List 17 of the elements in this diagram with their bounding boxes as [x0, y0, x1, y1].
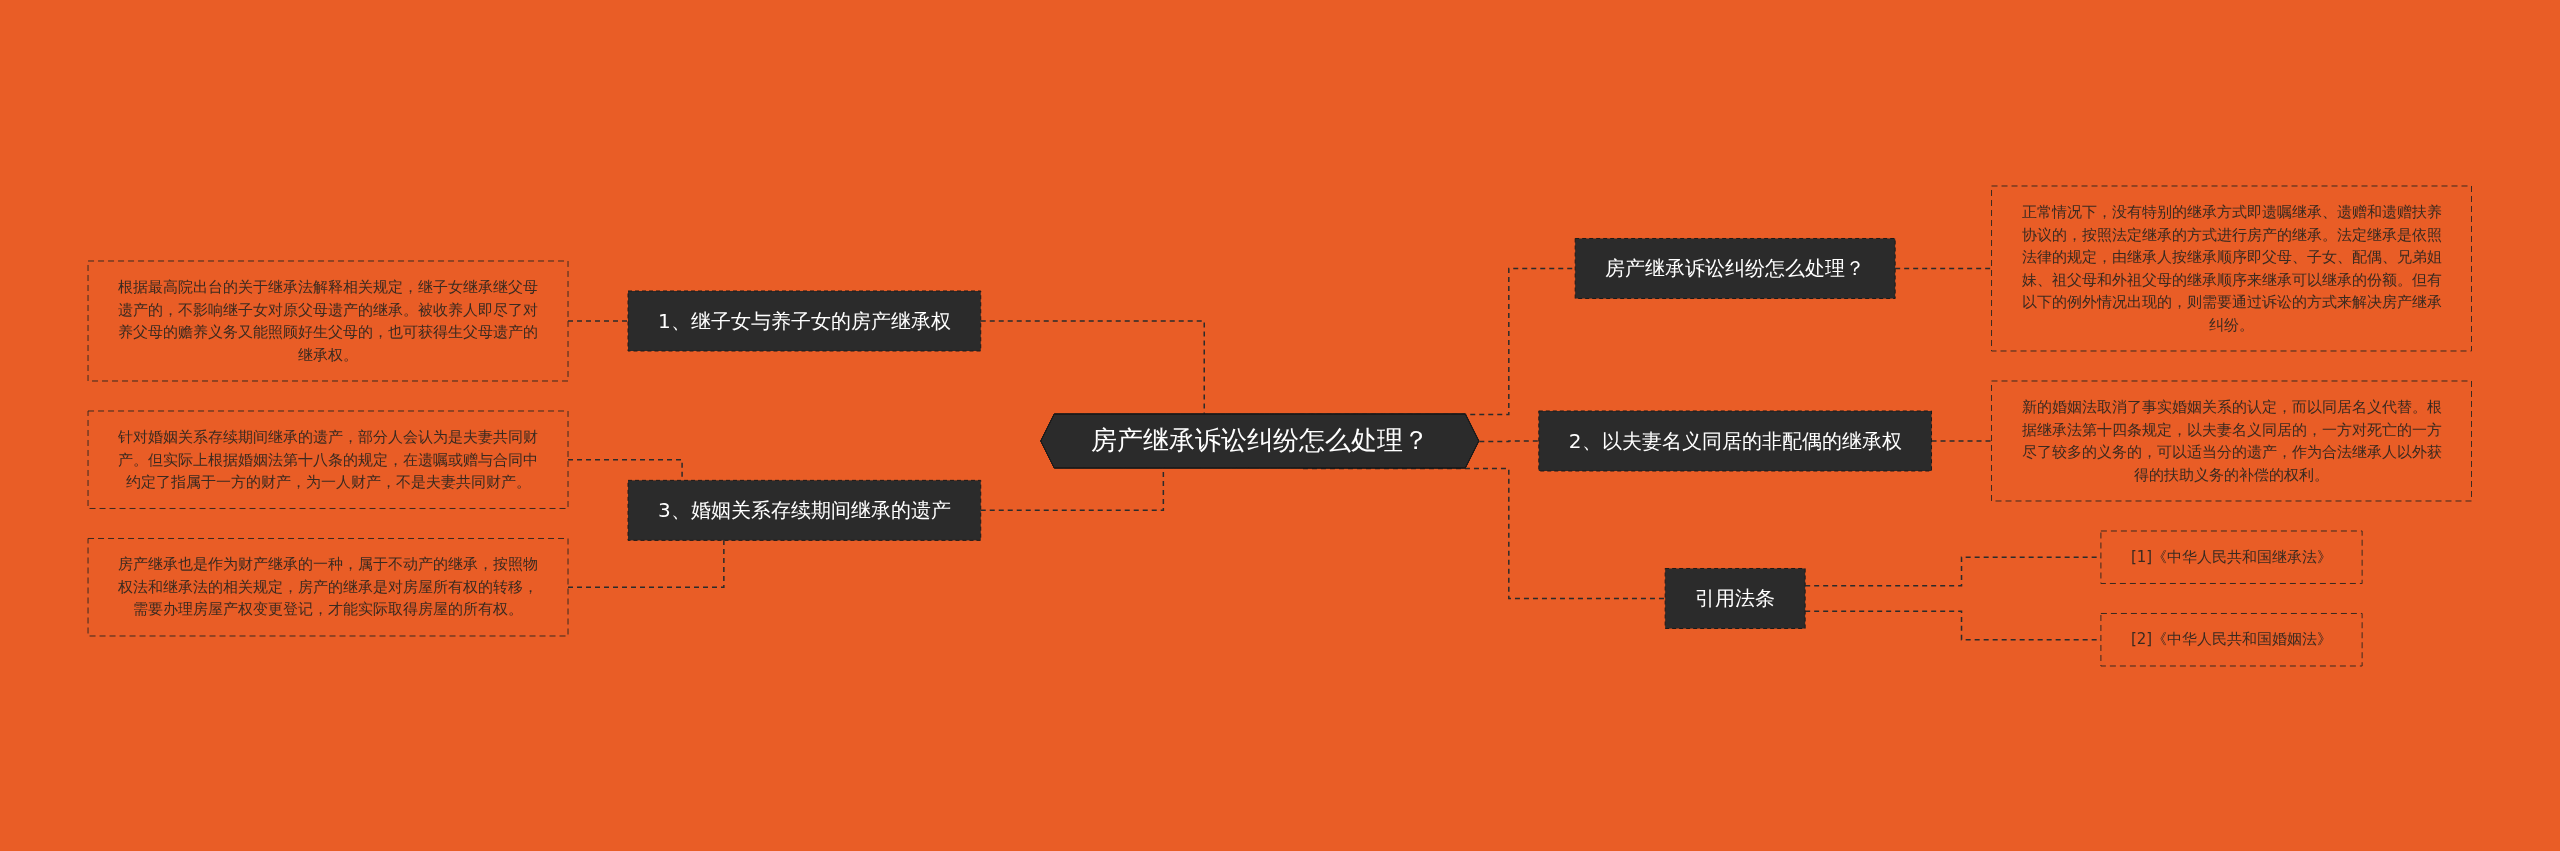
node-box: 1、继子女与养子女的房产继承权 — [627, 290, 982, 351]
connector — [567, 539, 725, 588]
node-box: 正常情况下，没有特别的继承方式即遗嘱继承、遗赠和遗赠扶养协议的，按照法定继承的方式进行房产的继承。法定继承是依照法律的规定，由继承人按继承顺序即父母、子女、配偶、兄弟姐妹、祖父母和外祖父母的继承顺序来继承可以继承的份额。但有以下的例外情况出现的，则需要通过诉讼的方式来解决房产继承纠纷。 — [1991, 185, 2473, 351]
connector — [1894, 267, 1993, 269]
node-box: 房产继承诉讼纠纷怎么处理？ — [1574, 237, 1896, 299]
node-box: 根据最高院出台的关于继承法解释相关规定，继子女继承继父母遗产的，不影响继子女对原父母遗产的继承。被收养人即尽了对养父母的赡养义务又能照顾好生父母的，也可获得生父母遗产的继承权。 — [87, 260, 569, 381]
node-box: [2]《中华人民共和国婚姻法》 — [2100, 612, 2363, 666]
node-box: 3、婚姻关系存续期间继承的遗产 — [627, 479, 982, 541]
node-box: 房产继承也是作为财产继承的一种，属于不动产的继承，按照物权法和继承法的相关规定，房产的继承是对房屋所有权的转移，需要办理房屋产权变更登记，才能实际取得房屋的所有权。 — [87, 537, 569, 636]
node-box: 2、以夫妻名义同居的非配偶的继承权 — [1538, 410, 1933, 471]
node-box: 新的婚姻法取消了事实婚姻关系的认定，而以同居名义代替。根据继承法第十四条规定，以夫妻名义同居的，一方对死亡的一方尽了较多的义务的，可以适当分的遗产，作为合法继承人以外获得的扶助义务的补偿的权利。 — [1991, 380, 2473, 501]
connector — [567, 319, 629, 322]
node-box: [1]《中华人民共和国继承法》 — [2100, 530, 2363, 584]
node-box: 针对婚姻关系存续期间继承的遗产，部分人会认为是夫妻共同财产。但实际上根据婚姻法第十八条的规定，在遗嘱或赠与合同中约定了指属于一方的财产，为一人财产，不是夫妻共同财产。 — [87, 410, 569, 509]
node-box: 引用法条 — [1664, 567, 1806, 629]
connector — [1931, 439, 1993, 442]
connector — [1478, 439, 1540, 442]
